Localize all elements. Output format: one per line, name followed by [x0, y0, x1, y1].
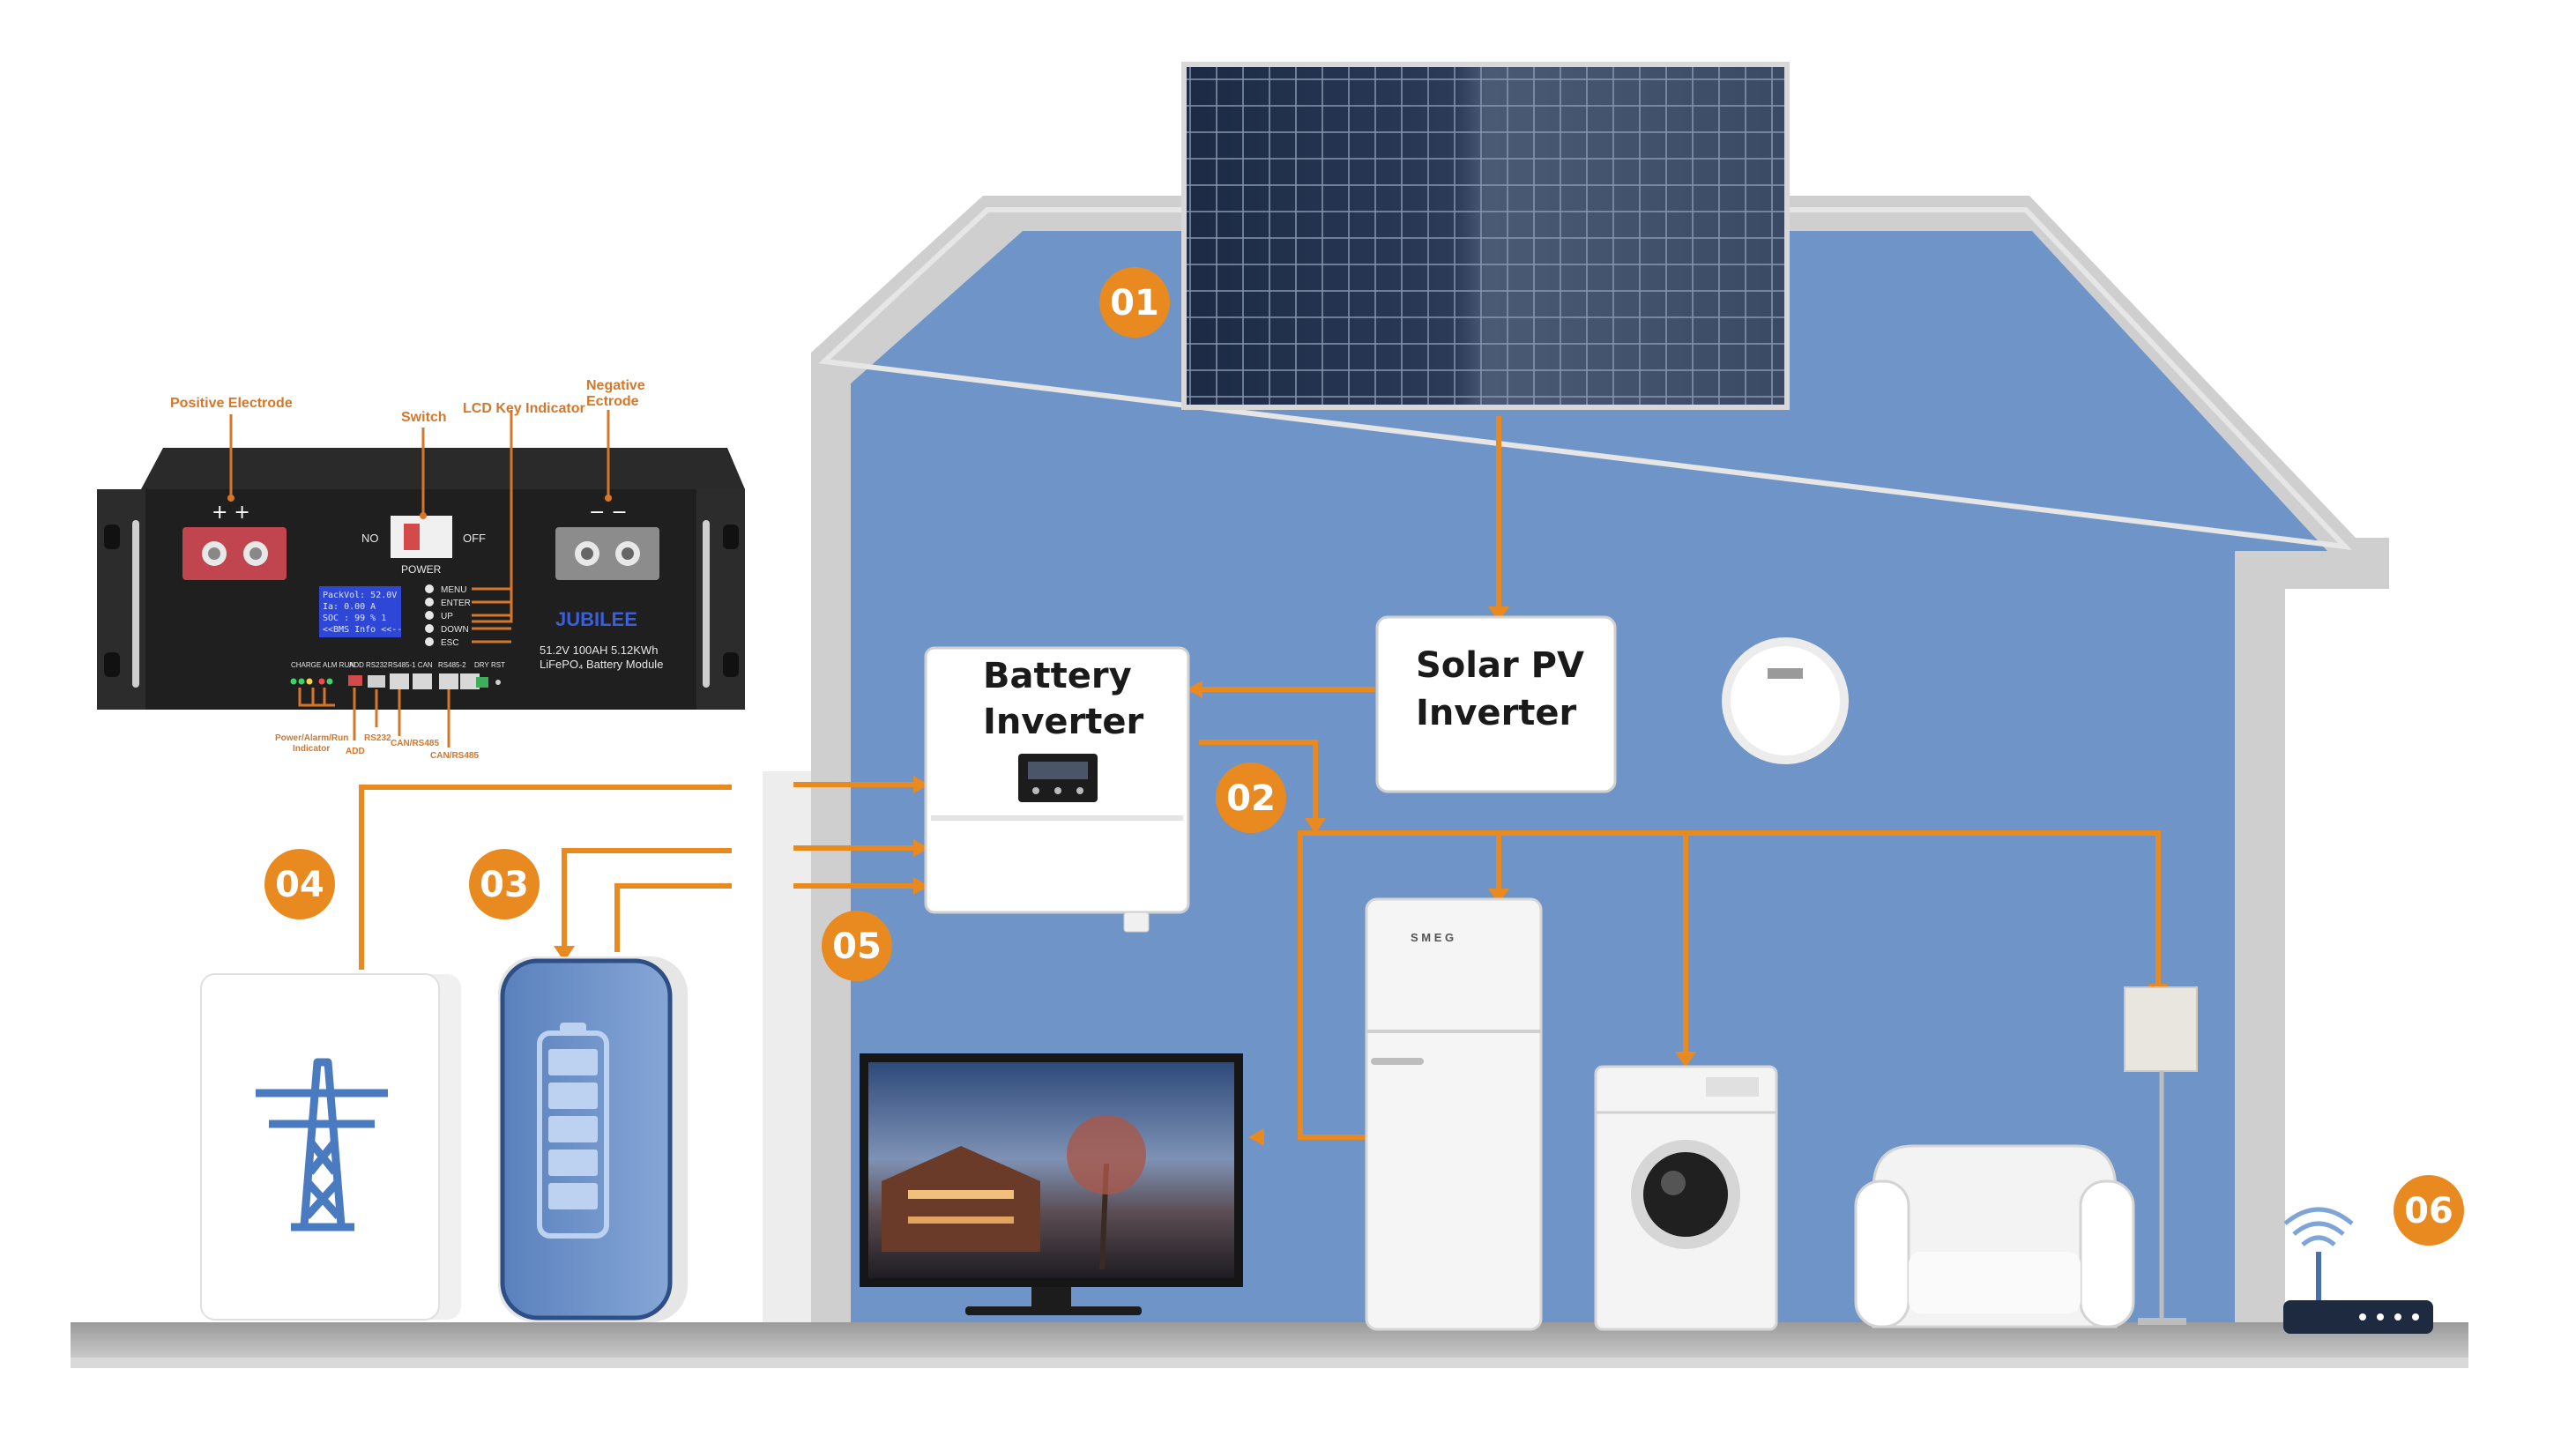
port-label-dry: DRY: [474, 661, 489, 669]
battery-inverter-label-line2: Inverter: [983, 702, 1144, 742]
switch-no-label: NO: [361, 532, 379, 545]
solar-panel: [1181, 62, 1790, 410]
port-label-rs485-1: RS485-1 CAN: [388, 661, 433, 669]
battery-module: + + − − NO OFF POWER PackVol: 52.0V Ia: …: [97, 448, 745, 710]
badge-04: [264, 849, 335, 919]
badge-06-text: 06: [2404, 1191, 2453, 1231]
key-esc: ESC: [441, 638, 459, 648]
floor-lamp: [2124, 986, 2198, 1325]
floor-slab: [71, 1322, 2468, 1358]
badge-02-text: 02: [1226, 778, 1276, 819]
port-label-rs485-2: RS485-2: [438, 661, 466, 669]
port-label-rst: RST: [491, 661, 505, 669]
wifi-icon: [2283, 1207, 2354, 1246]
fridge-brand: S M E G: [1411, 931, 1454, 944]
washing-machine: [1594, 1065, 1778, 1331]
callout-indicator-2: Indicator: [293, 744, 330, 754]
callout-can-rs485-2: CAN/RS485: [430, 751, 479, 761]
callout-rs232: RS232: [364, 733, 391, 743]
badge-05: [822, 911, 892, 981]
badge-03-text: 03: [480, 865, 529, 905]
badge-02: [1216, 763, 1286, 833]
callout-lcd-key-indicator: LCD Key Indicator: [463, 401, 585, 416]
positive-terminal: [182, 527, 287, 580]
television: [860, 1053, 1243, 1315]
lcd-line-4: <<BMS Info <<--: [323, 625, 402, 635]
port-panel: CHARGE ALM RUN ADD RS232 RS485-1 CAN RS4…: [290, 661, 505, 689]
callout-dots: [227, 495, 612, 519]
callout-add: ADD: [346, 747, 365, 756]
grid-connection-box: [200, 973, 461, 1321]
badge-04-text: 04: [275, 865, 324, 905]
callout-switch: Switch: [401, 410, 447, 425]
brand-label: JUBILEE: [555, 608, 637, 630]
callout-leaders: [229, 410, 610, 748]
badge-03: [469, 849, 540, 919]
lcd-line-2: Ia: 0.00 A: [323, 602, 376, 612]
router: [2283, 1207, 2433, 1334]
switch-off-label: OFF: [463, 532, 486, 545]
arrowheads: [554, 606, 2169, 1146]
key-menu: MENU: [441, 585, 466, 595]
port-label-add: ADD: [349, 661, 364, 669]
battery-inverter: Battery Inverter: [924, 646, 1190, 933]
battery-icon: [537, 1023, 609, 1239]
solar-pv-inverter-label-line1: Solar PV: [1416, 645, 1584, 686]
badge-06: [2394, 1175, 2464, 1246]
refrigerator: S M E G: [1365, 897, 1543, 1331]
lcd-line-3: SOC : 99 % 1: [323, 614, 386, 623]
lcd-line-1: PackVol: 52.0V: [323, 591, 397, 600]
model-line-2: LiFePO₄ Battery Module: [540, 658, 663, 671]
smart-meter: [1722, 637, 1849, 764]
callout-positive-electrode: Positive Electrode: [170, 396, 293, 411]
key-buttons: MENU ENTER UP DOWN ESC: [425, 584, 471, 648]
positive-polarity: + +: [212, 502, 250, 524]
key-up: UP: [441, 612, 453, 621]
port-label-alm-run: ALM RUN: [323, 661, 354, 669]
badge-01-text: 01: [1110, 283, 1159, 324]
solar-pv-inverter-label-line2: Inverter: [1416, 693, 1577, 733]
callout-negative-2: Ectrode: [586, 394, 639, 409]
solar-pv-inverter: Solar PV Inverter: [1375, 615, 1617, 793]
key-enter: ENTER: [441, 599, 471, 608]
wiring: [359, 416, 2161, 1140]
badge-05-text: 05: [832, 926, 882, 967]
negative-polarity: − −: [589, 502, 628, 524]
house-outer-frame: [758, 196, 2468, 1344]
callout-can-rs485-1: CAN/RS485: [391, 739, 439, 748]
power-switch: [391, 516, 452, 558]
key-down: DOWN: [441, 625, 469, 635]
callout-indicator-1: Power/Alarm/Run: [275, 733, 348, 743]
badges: 01 02 03 04 05 06: [264, 267, 2464, 1246]
home-battery: [498, 956, 688, 1322]
negative-terminal: [555, 527, 659, 580]
callout-negative-1: Negative: [586, 378, 645, 393]
port-label-charge: CHARGE: [291, 661, 321, 669]
model-line-1: 51.2V 100AH 5.12KWh: [540, 644, 658, 657]
house-roof-highlight: [818, 207, 2352, 550]
power-label: POWER: [401, 563, 442, 576]
lcd-screen: [319, 586, 401, 637]
armchair: [1854, 1144, 2135, 1328]
port-label-rs232: RS232: [366, 661, 388, 669]
transmission-tower-icon: [256, 1058, 388, 1231]
battery-inverter-label-line1: Battery: [983, 656, 1132, 696]
badge-01: [1099, 267, 1170, 338]
house-left-wall-edge: [763, 771, 811, 1336]
floor-shadow: [71, 1358, 2468, 1368]
